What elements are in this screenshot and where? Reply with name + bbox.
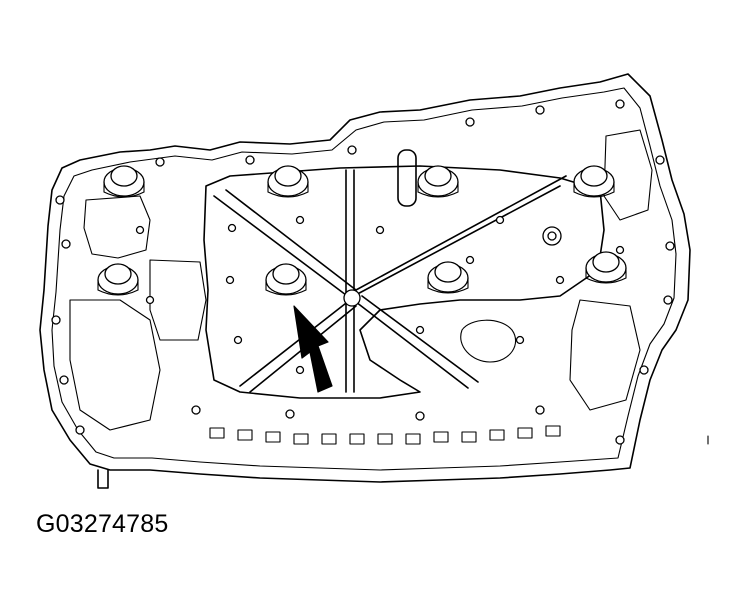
right-plug-inner: [547, 231, 557, 241]
arrow-icon: [293, 305, 333, 393]
bolt-icon: [573, 165, 615, 198]
rib: [361, 295, 479, 383]
left-channel: [149, 259, 207, 341]
rib: [225, 189, 357, 291]
rib: [213, 195, 351, 299]
bolt-icon: [265, 263, 307, 296]
housing-inner-edge: [51, 87, 677, 471]
rib: [355, 301, 469, 389]
figure-id-label: G03274785: [36, 510, 169, 538]
rib: [355, 175, 567, 291]
right-lower-block: [569, 299, 641, 411]
top-boss: [397, 149, 417, 207]
rib: [349, 185, 561, 299]
rib: [239, 299, 351, 387]
right-oval-recess: [460, 319, 517, 363]
bolt-icon: [267, 165, 309, 198]
housing-outline: [39, 73, 691, 483]
gasket-row: [209, 425, 561, 445]
bolt-icon: [97, 263, 139, 296]
drain-stub: [97, 469, 109, 489]
bolt-icon: [427, 261, 469, 294]
left-lower-block: [69, 299, 161, 431]
bolt-icon: [585, 251, 627, 284]
left-rib-block: [83, 195, 151, 259]
flange-holes: [51, 99, 675, 445]
bolt-icon: [103, 165, 145, 198]
bolt-icon: [417, 165, 459, 198]
center-boss: [343, 289, 361, 307]
central-panel: [203, 165, 605, 399]
